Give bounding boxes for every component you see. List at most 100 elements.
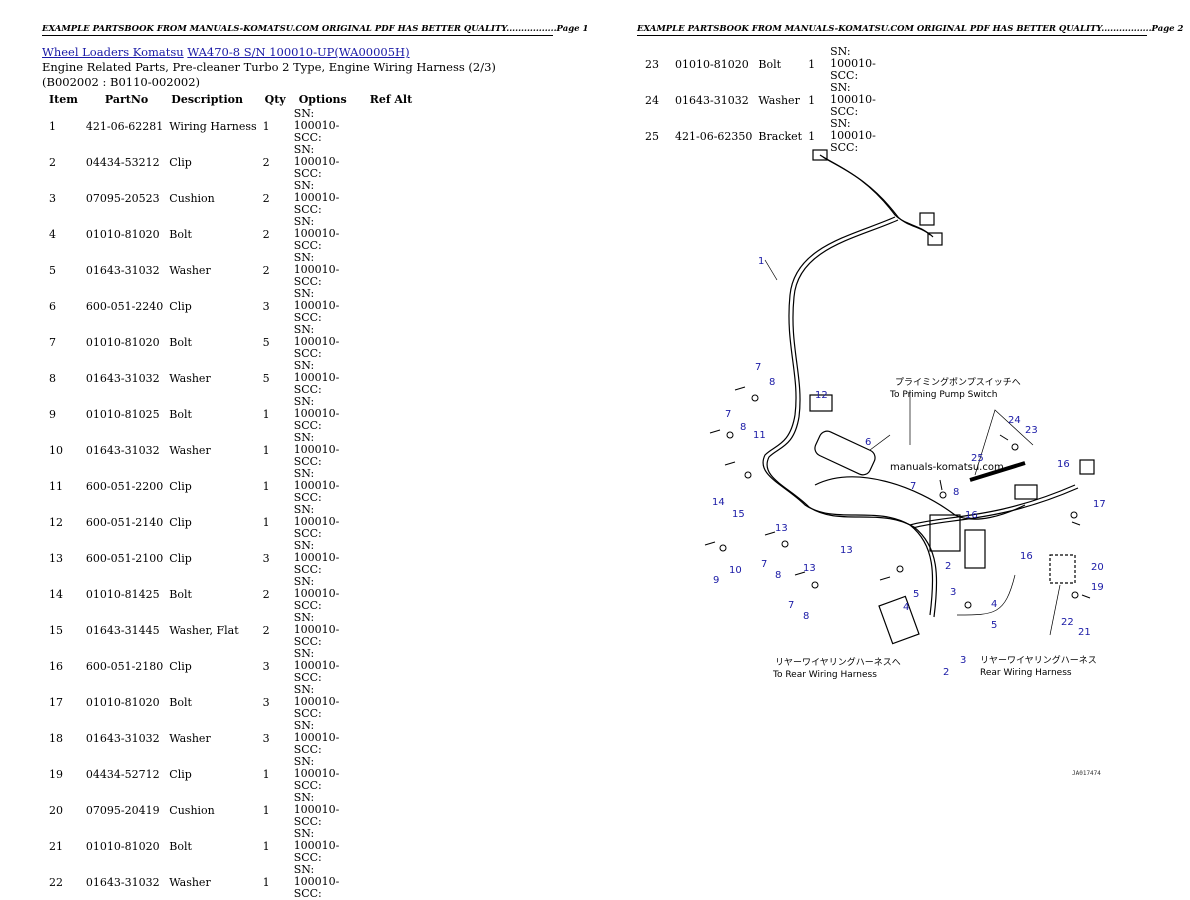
cell-partno: 01643-31032 [85, 263, 160, 277]
svg-text:16: 16 [965, 510, 978, 521]
cell-ref-alt [365, 828, 418, 864]
cell-item: 23 [645, 57, 659, 71]
cell-partno: 01010-81020 [85, 839, 160, 853]
cell-partno: 04434-52712 [85, 767, 160, 781]
column-header-ref-alt: Ref Alt [369, 92, 413, 106]
cell-options: SN: 100010-SCC: [293, 791, 340, 828]
cell-options: SN: 100010-SCC: [293, 611, 340, 648]
cell-item: 20 [49, 803, 63, 817]
cell-description: Wiring Harness [169, 119, 257, 133]
cell-partno: 600-051-2200 [85, 479, 164, 493]
cell-item: 22 [49, 875, 63, 889]
cell-partno: 07095-20523 [85, 191, 160, 205]
cell-item: 24 [645, 93, 659, 107]
svg-text:8: 8 [803, 611, 809, 622]
cell-ref-alt [365, 432, 418, 468]
svg-text:23: 23 [1025, 425, 1038, 436]
cell-qty: 2 [262, 227, 270, 241]
svg-text:11: 11 [753, 430, 766, 441]
drawing-code: JA017474 [1072, 770, 1101, 777]
cell-description: Clip [169, 299, 192, 313]
svg-text:6: 6 [865, 437, 871, 448]
cell-options: SN: 100010-SCC: [830, 117, 876, 154]
cell-partno: 01643-31445 [85, 623, 160, 637]
svg-text:12: 12 [815, 390, 828, 401]
cell-options: SN: 100010-SCC: [293, 143, 340, 180]
svg-text:7: 7 [788, 600, 794, 611]
cell-partno: 600-051-2100 [85, 551, 164, 565]
page-header: EXAMPLE PARTSBOOK FROM MANUALS-KOMATSU.C… [637, 24, 1184, 36]
bracket-rear-icon [1049, 554, 1076, 584]
cell-qty: 1 [808, 57, 816, 71]
cell-qty: 3 [262, 731, 270, 745]
cell-item: 5 [49, 263, 56, 277]
svg-text:16: 16 [1020, 551, 1033, 562]
cell-qty: 1 [262, 119, 270, 133]
connector-block-icon [878, 595, 920, 645]
cell-qty: 1 [262, 443, 270, 457]
svg-text:13: 13 [803, 563, 816, 574]
cell-partno: 01643-31032 [675, 93, 749, 107]
cell-qty: 5 [262, 371, 270, 385]
cell-item: 12 [49, 515, 63, 529]
cell-options: SN: 100010-SCC: [293, 539, 340, 576]
cell-partno: 01010-81020 [675, 57, 749, 71]
cell-ref-alt [365, 108, 418, 144]
breadcrumb-link-category[interactable]: Wheel Loaders Komatsu [42, 45, 184, 59]
cell-ref-alt [901, 46, 947, 82]
cell-options: SN: 100010-SCC: [293, 287, 340, 324]
cell-qty: 2 [262, 623, 270, 637]
cell-options: SN: 100010-SCC: [293, 827, 340, 864]
cell-item: 21 [49, 839, 63, 853]
cell-options: SN: 100010-SCC: [293, 431, 340, 468]
cell-partno: 421-06-62281 [85, 119, 164, 133]
cell-description: Cushion [169, 191, 215, 205]
svg-text:7: 7 [725, 409, 731, 420]
cell-ref-alt [365, 684, 418, 720]
breadcrumb-link-model[interactable]: WA470-8 S/N 100010-UP(WA00005H) [187, 45, 410, 59]
callout-rear2-jp: リヤーワイヤリングハーネス [980, 654, 1097, 666]
cell-item: 7 [49, 335, 56, 349]
cell-description: Clip [169, 551, 192, 565]
cell-description: Bolt [169, 695, 192, 709]
cell-item: 19 [49, 767, 63, 781]
svg-text:4: 4 [903, 602, 909, 613]
svg-text:4: 4 [991, 599, 997, 610]
cell-ref-alt [365, 792, 418, 828]
cell-qty: 5 [262, 335, 270, 349]
cell-qty: 3 [262, 299, 270, 313]
cell-description: Washer, Flat [169, 623, 239, 637]
cell-description: Washer [169, 875, 211, 889]
cell-qty: 2 [262, 263, 270, 277]
callout-rear2-en: Rear Wiring Harness [980, 668, 1072, 678]
svg-text:22: 22 [1061, 617, 1074, 628]
cell-qty: 3 [262, 659, 270, 673]
harness-main [788, 216, 896, 416]
cell-description: Bolt [169, 839, 192, 853]
harness-branch-top [819, 154, 931, 236]
connector-icon [1079, 459, 1095, 475]
cell-item: 10 [49, 443, 63, 457]
cell-description: Clip [169, 767, 192, 781]
svg-text:8: 8 [953, 487, 959, 498]
cell-options: SN: 100010-SCC: [293, 395, 340, 432]
cell-partno: 07095-20419 [85, 803, 160, 817]
cell-description: Washer [169, 443, 211, 457]
connector-icon [964, 529, 986, 569]
connector-icon [1014, 484, 1038, 500]
cell-qty: 1 [262, 407, 270, 421]
cell-partno: 01010-81020 [85, 335, 160, 349]
cell-ref-alt [365, 540, 418, 576]
cell-description: Cushion [169, 803, 215, 817]
bracket-icon [929, 514, 961, 552]
cell-description: Bolt [169, 335, 192, 349]
cell-options: SN: 100010-SCC: [293, 503, 340, 540]
connector-icon [919, 212, 935, 226]
